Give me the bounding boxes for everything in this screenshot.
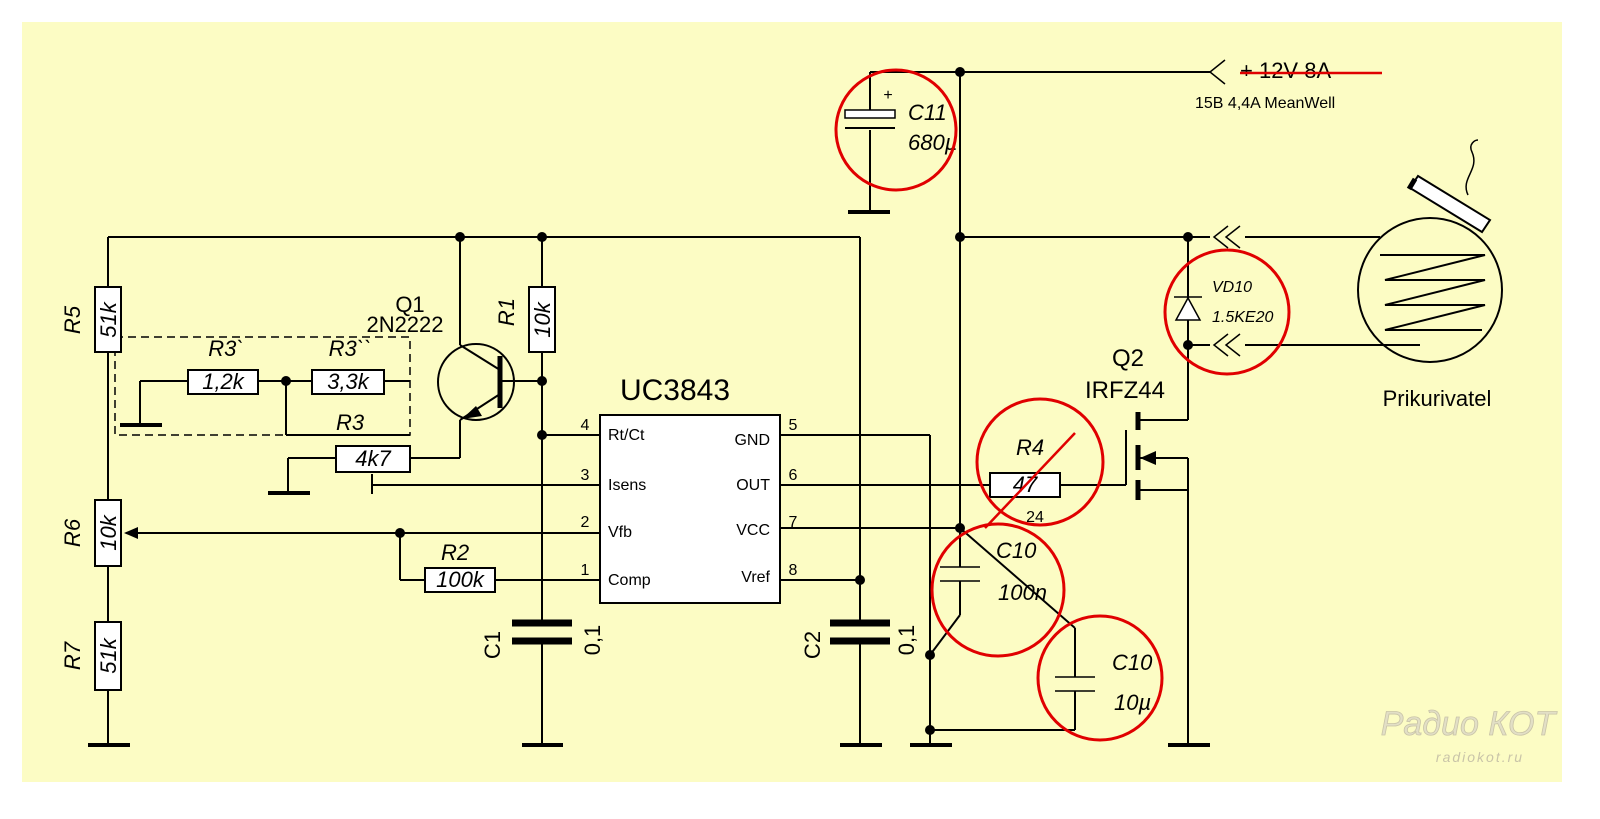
ic-pin5-num: 5 <box>789 417 798 434</box>
capacitor-c1: C1 0,1 <box>480 619 605 659</box>
c10b-ref: C10 <box>1112 650 1153 675</box>
capacitor-c11: + C11 680µ <box>844 87 957 155</box>
ic-pin3-name: Isens <box>608 477 646 494</box>
ground-symbols <box>88 210 1210 747</box>
vd10-part: 1.5KE20 <box>1212 309 1273 326</box>
vd10-ref: VD10 <box>1212 279 1252 296</box>
ic-pin7-num: 7 <box>789 514 798 531</box>
ic-pin6-name: OUT <box>736 477 770 494</box>
c2-value: 0,1 <box>894 625 919 656</box>
r4-note: 24 <box>1026 509 1044 526</box>
q2-arrow <box>1140 451 1156 465</box>
ic-pin1-num: 1 <box>581 562 590 579</box>
resistor-r3a: 1,2k R3` <box>187 336 259 395</box>
power-input: + 12V 8A 15B 4,4A MeanWell <box>1195 58 1382 112</box>
resistor-r5: 51k R5 <box>60 286 122 353</box>
power-note: 15B 4,4A MeanWell <box>1195 95 1335 112</box>
r6-ref: R6 <box>60 518 85 547</box>
transistor-q1: Q1 2N2222 <box>366 292 515 421</box>
mosfet-q2: Q2 IRFZ44 <box>1085 345 1188 500</box>
c11-ref: C11 <box>908 100 947 125</box>
c1-value: 0,1 <box>580 625 605 656</box>
q1-part: 2N2222 <box>366 312 443 337</box>
lighter-body <box>1357 217 1503 363</box>
r3-value: 4k7 <box>355 446 391 471</box>
ic-pin5-name: GND <box>734 432 770 449</box>
watermark-title: Радио КОТ <box>1381 705 1558 743</box>
q2-ref: Q2 <box>1112 345 1144 372</box>
r4-ref: R4 <box>1016 435 1044 460</box>
schematic-background <box>22 22 1562 782</box>
r3a-value: 1,2k <box>202 369 245 394</box>
resistor-r6: 10k R6 <box>60 499 138 567</box>
q1-ref: Q1 <box>395 292 424 317</box>
resistor-r1: 10k R1 <box>494 286 556 353</box>
c10b-value: 10µ <box>1114 690 1151 715</box>
ic-pin8-num: 8 <box>789 562 798 579</box>
r3b-ref: R3`` <box>329 336 372 361</box>
cigarette-icon <box>1406 174 1492 234</box>
resistor-r7: 51k R7 <box>60 621 122 691</box>
junction-dots <box>281 67 1193 735</box>
ic-pin2-name: Vfb <box>608 524 632 541</box>
r3-network-box <box>114 336 411 436</box>
watermark: Радио КОТ radiokot.ru <box>1380 705 1558 765</box>
r1-value: 10k <box>530 301 555 337</box>
resistor-r3: 4k7 R3 <box>335 410 411 473</box>
q1-emitter-arrow <box>462 406 482 419</box>
ic-name: UC3843 <box>620 374 730 407</box>
ic-pin4-name: Rt/Ct <box>608 427 645 444</box>
c2-ref: C2 <box>800 631 825 659</box>
r7-value: 51k <box>96 637 121 673</box>
diode-vd10: VD10 1.5KE20 <box>1174 279 1273 326</box>
r3-ref: R3 <box>336 410 365 435</box>
connector-symbols <box>1208 59 1241 357</box>
r5-ref: R5 <box>60 305 85 334</box>
watermark-site: radiokot.ru <box>1436 749 1524 765</box>
r7-ref: R7 <box>60 641 85 670</box>
c10a-ref: C10 <box>996 538 1037 563</box>
smoke-icon <box>1465 139 1479 196</box>
ic-pin6-num: 6 <box>789 467 798 484</box>
wires <box>107 71 1420 745</box>
ic-pin1-name: Comp <box>608 572 651 589</box>
q2-part: IRFZ44 <box>1085 377 1165 404</box>
resistor-r2: 100k R2 <box>424 540 496 593</box>
ic-pin4-num: 4 <box>581 417 590 434</box>
r6-wiper-arrow <box>124 527 138 539</box>
lighter-load: Prikurivatel <box>1357 139 1503 411</box>
lighter-coil <box>1380 254 1486 331</box>
r3a-ref: R3` <box>208 336 243 361</box>
c11-value: 680µ <box>908 130 957 155</box>
ic-pin2-num: 2 <box>581 514 590 531</box>
red-annotations <box>834 68 1291 742</box>
ic-pin3-num: 3 <box>581 467 590 484</box>
power-label: + 12V 8A <box>1240 58 1331 83</box>
ic-pin8-name: Vref <box>741 569 770 586</box>
ic-uc3843: UC3843 4 Rt/Ct 3 Isens 2 Vfb 1 Comp 5 GN… <box>581 374 798 604</box>
r6-value: 10k <box>96 514 121 550</box>
r1-ref: R1 <box>494 298 519 326</box>
ic-pin7-name: VCC <box>736 522 770 539</box>
capacitor-c10-10u: C10 10µ <box>1055 650 1153 715</box>
c10a-value: 100n <box>998 580 1047 605</box>
load-label: Prikurivatel <box>1383 386 1492 411</box>
capacitor-c2: C2 0,1 <box>800 619 919 659</box>
r2-ref: R2 <box>441 540 469 565</box>
c1-ref: C1 <box>480 631 505 659</box>
r3b-value: 3,3k <box>327 369 370 394</box>
r2-value: 100k <box>436 567 485 592</box>
resistor-r3b: 3,3k R3`` <box>311 336 385 395</box>
capacitor-c10-100n: C10 100n <box>940 538 1047 605</box>
r5-value: 51k <box>96 301 121 337</box>
c11-plus: + <box>883 87 892 104</box>
r4-strike <box>984 432 1076 529</box>
